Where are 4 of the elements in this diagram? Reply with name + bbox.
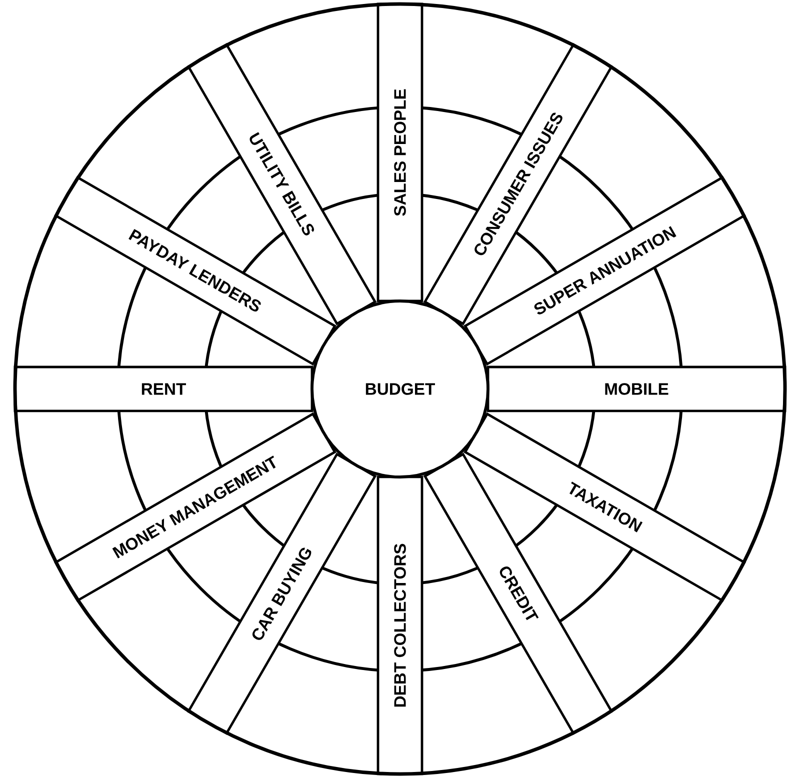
spoke-bar: SALES PEOPLE: [376, 2, 424, 302]
spoke-bar: DEBT COLLECTORS: [376, 476, 424, 776]
spoke-bar: RENT: [14, 366, 314, 412]
spoke-bar: MOBILE: [486, 366, 786, 412]
